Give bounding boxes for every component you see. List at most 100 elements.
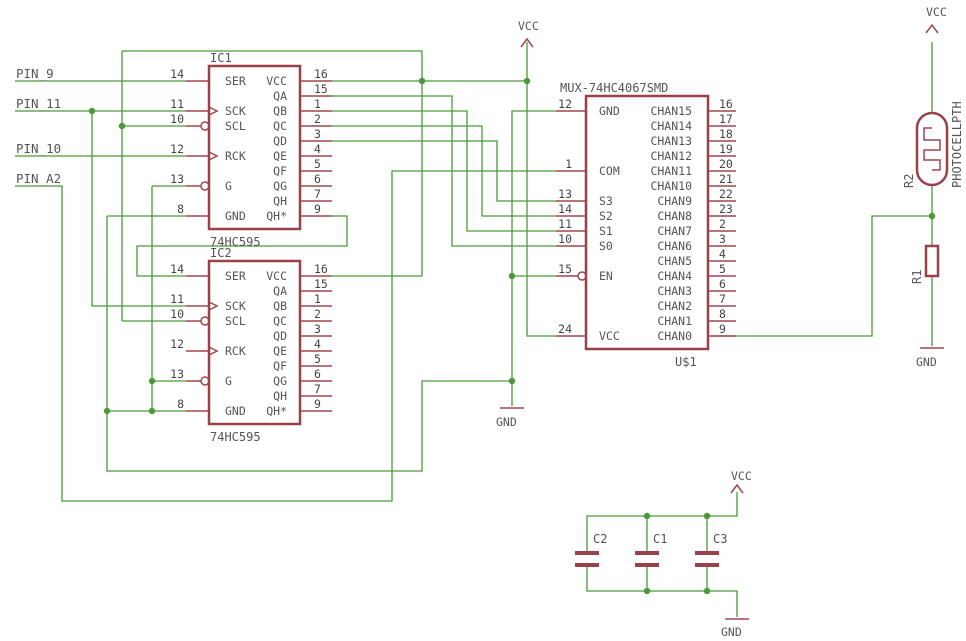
ic2-pin-number: 5 xyxy=(314,352,321,366)
mux-pin-label: EN xyxy=(599,269,613,283)
mux-pin-number: 14 xyxy=(558,202,572,216)
wire-pina2-com xyxy=(15,170,556,502)
ic2-pin-number: 16 xyxy=(314,262,328,276)
photocell-element-icon xyxy=(923,127,941,171)
ic1-pin-label: GND xyxy=(225,209,246,223)
ic1-pin-label: QD xyxy=(273,134,287,148)
clock-pin-triangle-icon xyxy=(208,346,219,356)
ic2-pin-number: 13 xyxy=(170,367,184,381)
ic2-pin-label: SCL xyxy=(225,314,246,328)
capacitor-c1: C1 xyxy=(635,532,667,567)
junction xyxy=(508,377,516,385)
mux-pin-number: 17 xyxy=(719,112,733,126)
mux-pin-number: 5 xyxy=(719,262,726,276)
ic1-pin-number: 9 xyxy=(314,202,321,216)
mux-pin-number: 6 xyxy=(719,277,726,291)
mux-pin-number: 1 xyxy=(565,157,572,171)
capacitor-plate-icon xyxy=(635,551,659,555)
ic2-pin-number: 3 xyxy=(314,322,321,336)
ic1-pin-number: 14 xyxy=(170,67,184,81)
mux-pin-number: 21 xyxy=(719,172,733,186)
mux-pin-number: 9 xyxy=(719,322,726,336)
mux-pin-label: S2 xyxy=(599,209,613,223)
junction xyxy=(118,122,126,130)
capacitor-plate-icon xyxy=(695,551,719,555)
ic1-pin-number: 8 xyxy=(177,202,184,216)
mux-pin-label: CHAN6 xyxy=(657,239,692,253)
ic2-pin-number: 10 xyxy=(170,307,184,321)
ic1-pin-number: 4 xyxy=(314,142,321,156)
vcc-arrow-icon xyxy=(520,37,534,48)
ic1-pin-label: QH* xyxy=(266,209,287,223)
mux-pin-label: CHAN3 xyxy=(657,284,692,298)
ic2-pin-number: 8 xyxy=(177,397,184,411)
wire-chan0-sensor xyxy=(712,215,932,337)
ic2-pin-label: QC xyxy=(273,314,287,328)
ic2-pin-label: QB xyxy=(273,299,287,313)
capacitor-plate-icon xyxy=(575,563,599,567)
ic2-value: 74HC595 xyxy=(210,430,261,444)
clock-pin-triangle-icon xyxy=(208,151,219,161)
ic1-pin-number: 16 xyxy=(314,67,328,81)
ic1-pin-number: 10 xyxy=(170,112,184,126)
photocell-value: PHOTOCELLPTH xyxy=(950,101,964,188)
ic1-74hc595: IC1 74HC595 xyxy=(207,51,302,249)
wire-mux-gnd xyxy=(511,110,556,406)
junction xyxy=(643,587,651,595)
ic2-pin-label: QG xyxy=(273,374,287,388)
mux-pin-label: CHAN1 xyxy=(657,314,692,328)
mux-pin-label: CHAN4 xyxy=(657,269,692,283)
mux-pin-number: 8 xyxy=(719,307,726,321)
ic2-pin-label: GND xyxy=(225,404,246,418)
wire-caps-top xyxy=(586,492,738,552)
junction xyxy=(643,512,651,520)
capacitor-label: C1 xyxy=(653,532,667,546)
ic2-pin-number: 14 xyxy=(170,262,184,276)
ic2-pin-number: 15 xyxy=(314,277,328,291)
ic1-pin-label: QF xyxy=(273,164,287,178)
ic1-pin-number: 7 xyxy=(314,187,321,201)
mux-pin-label: S3 xyxy=(599,194,613,208)
mux-pin-label: S1 xyxy=(599,224,613,238)
junction xyxy=(148,377,156,385)
wire-cascade xyxy=(136,215,348,277)
ic2-pin-label: QH* xyxy=(266,404,287,418)
mux-pin-label: CHAN2 xyxy=(657,299,692,313)
mux-pin-number: 23 xyxy=(719,202,733,216)
mux-pin-label: CHAN12 xyxy=(650,149,692,163)
mux-pin-number: 10 xyxy=(558,232,572,246)
ic2-name: IC2 xyxy=(210,246,232,260)
mux-pin-label: VCC xyxy=(599,329,620,343)
ic2-pin-number: 6 xyxy=(314,367,321,381)
mux-pin-label: CHAN0 xyxy=(657,329,692,343)
ic2-body xyxy=(207,259,302,426)
vcc-symbol-caps: VCC xyxy=(730,469,752,494)
ic1-pin-number: 12 xyxy=(170,142,184,156)
ic1-pin-label: SCL xyxy=(225,119,246,133)
ic1-value: 74HC595 xyxy=(210,235,261,249)
wires xyxy=(15,42,933,617)
mux-pin-number: 13 xyxy=(558,187,572,201)
ic1-pin-label: SCK xyxy=(225,104,246,118)
mux-pin-label: CHAN5 xyxy=(657,254,692,268)
ic1-pin-number: 6 xyxy=(314,172,321,186)
mux-pin-number: 12 xyxy=(558,97,572,111)
mux-pin-number: 19 xyxy=(719,142,733,156)
gnd-label: GND xyxy=(916,355,937,369)
resistor-body-icon xyxy=(924,244,940,278)
mux-pin-label: CHAN14 xyxy=(650,119,692,133)
ic2-pin-number: 1 xyxy=(314,292,321,306)
vcc-symbol-sensor: VCC xyxy=(925,5,947,34)
capacitor-c3: C3 xyxy=(695,532,727,567)
net-labels: PIN_9 PIN_11 PIN_10 PIN_A2 xyxy=(16,66,61,186)
ic1-pin-number: 11 xyxy=(170,97,184,111)
ic2-pin-label: QE xyxy=(273,344,287,358)
mux-pin-number: 20 xyxy=(719,157,733,171)
mux-body xyxy=(584,94,710,351)
vcc-arrow-icon xyxy=(730,483,744,494)
ic1-pin-label: QA xyxy=(273,89,287,103)
mux-pin-label: CHAN10 xyxy=(650,179,692,193)
ic1-pin-label: RCK xyxy=(225,149,246,163)
